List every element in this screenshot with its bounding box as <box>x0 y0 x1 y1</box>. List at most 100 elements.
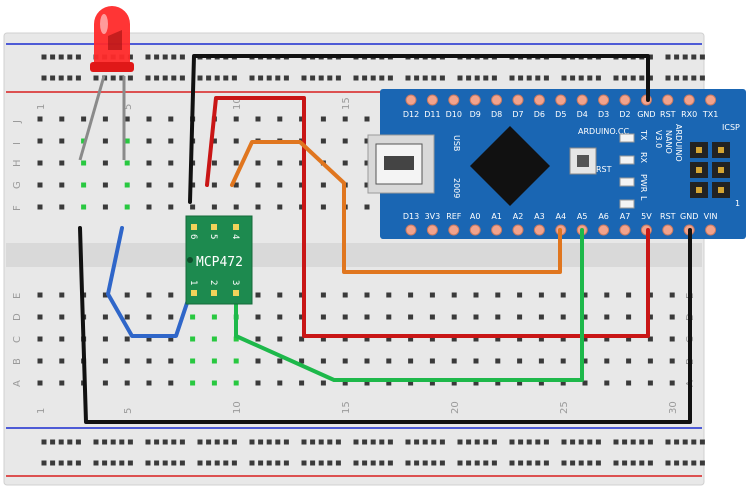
mcu-chip <box>470 126 550 206</box>
rail-hole <box>665 75 671 81</box>
nano-top-pin-label: D11 <box>424 110 440 119</box>
rail-hole <box>561 460 567 466</box>
row-letter-bottom: B <box>12 358 23 365</box>
rail-hole <box>214 439 220 445</box>
icsp-pin <box>718 147 724 153</box>
rail-hole <box>162 75 168 81</box>
breadboard-hole <box>255 358 261 364</box>
breadboard-hole <box>102 138 108 144</box>
rail-hole <box>93 439 99 445</box>
breadboard-hole <box>604 380 610 386</box>
breadboard-hole <box>146 138 152 144</box>
breadboard-hole <box>146 204 152 210</box>
nano-status-led-label: PWR <box>639 174 648 193</box>
rail-hole <box>41 54 47 60</box>
breadboard-hole <box>277 314 283 320</box>
breadboard-hole <box>59 182 65 188</box>
nano-top-pin <box>491 94 503 106</box>
rail-hole <box>647 439 653 445</box>
breadboard-hole <box>604 292 610 298</box>
rail-hole <box>335 460 341 466</box>
breadboard-hole <box>299 204 305 210</box>
breadboard-hole <box>582 292 588 298</box>
rail-hole <box>310 75 316 81</box>
row-letter-top: J <box>12 120 23 124</box>
breadboard-hole <box>320 336 326 342</box>
rail-hole <box>327 460 333 466</box>
mcp4725-top-pin <box>233 224 239 230</box>
rail-hole <box>154 54 160 60</box>
rail-hole <box>630 75 636 81</box>
model-line-3: V3.0 <box>654 130 663 148</box>
rail-hole <box>491 460 497 466</box>
breadboard-hole <box>473 336 479 342</box>
rail-hole <box>414 75 420 81</box>
breadboard-hole <box>320 116 326 122</box>
rail-hole <box>93 460 99 466</box>
breadboard-hole <box>255 204 261 210</box>
rail-hole <box>145 75 151 81</box>
rail-hole <box>509 75 515 81</box>
breadboard-hole <box>211 160 217 166</box>
mcp4725-top-pin <box>191 224 197 230</box>
breadboard-hole <box>473 314 479 320</box>
rail-hole <box>491 75 497 81</box>
rail-hole <box>197 439 203 445</box>
breadboard-hole <box>299 380 305 386</box>
rail-hole <box>318 75 324 81</box>
nano-top-pin <box>619 94 631 106</box>
column-number-bottom: 5 <box>123 408 134 414</box>
rail-hole <box>543 460 549 466</box>
rail-hole <box>362 460 368 466</box>
breadboard-hole <box>386 380 392 386</box>
breadboard-hole <box>429 380 435 386</box>
breadboard-hole <box>604 336 610 342</box>
breadboard-hole <box>299 358 305 364</box>
breadboard-hole <box>124 292 130 298</box>
rail-hole <box>75 75 81 81</box>
nano-bottom-pin <box>619 224 631 236</box>
rail-hole <box>379 75 385 81</box>
breadboard-hole <box>59 314 65 320</box>
breadboard-hole <box>626 380 632 386</box>
breadboard-hole <box>429 336 435 342</box>
breadboard-hole <box>408 336 414 342</box>
rail-hole <box>699 439 705 445</box>
nano-bottom-pin-label: A5 <box>577 212 588 221</box>
rail-hole <box>431 75 437 81</box>
breadboard-hole <box>168 138 174 144</box>
rail-hole <box>639 460 645 466</box>
breadboard-hole <box>211 204 217 210</box>
breadboard-hole <box>37 358 43 364</box>
column-number-top: 15 <box>341 97 352 110</box>
breadboard-hole <box>211 182 217 188</box>
breadboard-hole <box>277 182 283 188</box>
rail-hole <box>535 75 541 81</box>
breadboard-hole <box>582 380 588 386</box>
rail-hole <box>414 460 420 466</box>
rail-hole <box>67 439 73 445</box>
rail-hole <box>665 460 671 466</box>
breadboard-hole <box>233 204 239 210</box>
rail-hole <box>301 439 307 445</box>
rail-hole <box>75 439 81 445</box>
rail-hole <box>457 460 463 466</box>
rail-hole <box>699 75 705 81</box>
breadboard-hole <box>59 116 65 122</box>
rail-hole <box>387 75 393 81</box>
breadboard-hole <box>342 358 348 364</box>
nano-top-pin-label: D10 <box>446 110 462 119</box>
breadboard-hole <box>364 182 370 188</box>
nano-status-led-label: TX <box>639 129 648 141</box>
rail-hole <box>639 439 645 445</box>
rail-hole <box>258 439 264 445</box>
rail-hole <box>665 54 671 60</box>
breadboard-hole <box>669 292 675 298</box>
breadboard-hole <box>582 314 588 320</box>
breadboard-hole <box>168 160 174 166</box>
breadboard-hole <box>277 358 283 364</box>
nano-bottom-pin-label: 5V <box>641 212 652 221</box>
breadboard-hole <box>604 358 610 364</box>
rail-hole <box>67 54 73 60</box>
breadboard-hole <box>59 336 65 342</box>
